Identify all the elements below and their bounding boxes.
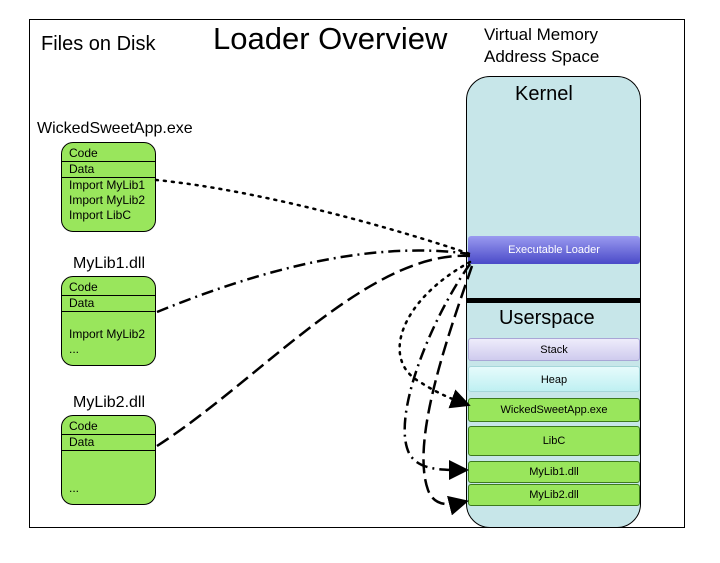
vm-heading-line1: Virtual Memory <box>484 25 598 44</box>
userspace-label: Userspace <box>499 307 595 329</box>
file-box-mylib2: Code Data ... <box>61 415 156 505</box>
arrow-loader-to-mylib2 <box>422 265 474 516</box>
file-row: ... <box>69 481 80 495</box>
file-row: Import MyLib2 <box>69 193 146 207</box>
file-row: Data <box>62 162 155 178</box>
module-block-wickedsweetapp: WickedSweetApp.exe <box>468 398 640 422</box>
heap-block: Heap <box>468 366 640 392</box>
diagram-frame <box>29 19 685 528</box>
diagram-title: Loader Overview <box>213 21 448 56</box>
file-row: Data <box>62 296 155 312</box>
file-row: Import MyLib1 <box>69 178 146 192</box>
file-box-mylib1: Code Data Import MyLib2 ... <box>61 276 156 366</box>
file-row: Import LibC <box>69 208 132 222</box>
file-row: Code <box>62 416 155 435</box>
file-row: Import MyLib2 <box>69 327 146 341</box>
file-row: Code <box>62 143 155 162</box>
arrow-loader-to-mylib1 <box>403 263 472 480</box>
arrow-loader-to-app <box>398 260 472 409</box>
vm-heading-line2: Address Space <box>484 47 600 66</box>
arrow-mylib2-to-loader <box>156 254 471 448</box>
arrow-mylib1-to-loader <box>156 249 471 314</box>
kernel-userspace-divider <box>466 298 641 303</box>
file-row: Data <box>62 435 155 451</box>
kernel-label: Kernel <box>515 83 573 105</box>
stack-block: Stack <box>468 338 640 361</box>
file-label-mylib2: MyLib2.dll <box>73 394 146 411</box>
module-block-libc: LibC <box>468 426 640 456</box>
files-on-disk-heading: Files on Disk <box>41 33 156 55</box>
file-label-mylib1: MyLib1.dll <box>73 255 146 272</box>
file-box-wickedsweetapp: Code Data Import MyLib1 Import MyLib2 Im… <box>61 142 156 232</box>
module-block-mylib2: MyLib2.dll <box>468 484 640 506</box>
executable-loader-block: Executable Loader <box>468 236 640 264</box>
file-row: ... <box>69 342 80 356</box>
module-block-mylib1: MyLib1.dll <box>468 461 640 483</box>
file-label-wickedsweetapp: WickedSweetApp.exe <box>37 120 193 137</box>
arrow-app-to-loader <box>154 178 472 256</box>
vm-heading: Virtual Memory Address Space <box>484 24 599 68</box>
file-row: Code <box>62 277 155 296</box>
